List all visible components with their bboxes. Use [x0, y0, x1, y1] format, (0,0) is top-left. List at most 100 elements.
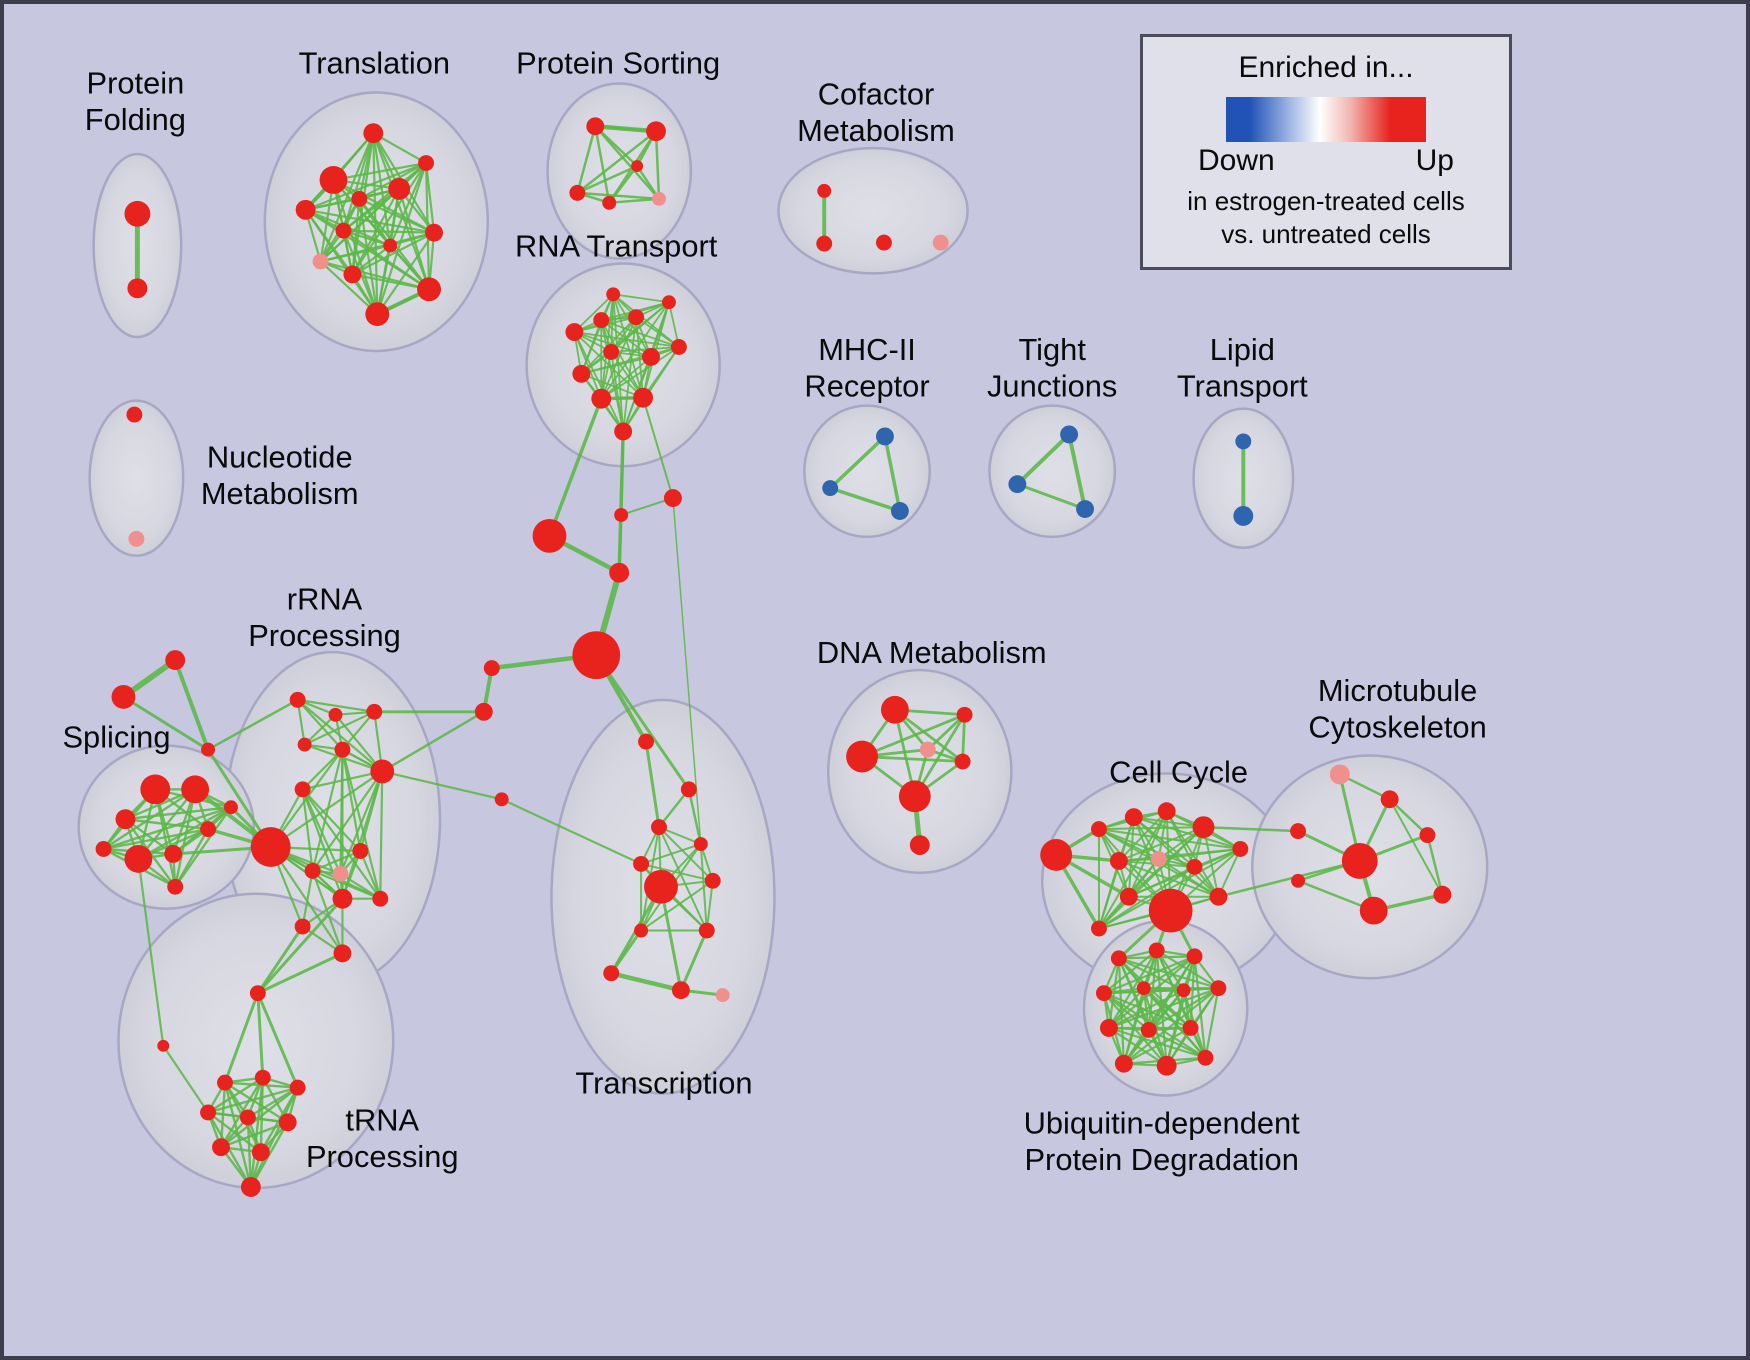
- gene-set-node-tc10: [603, 965, 620, 982]
- network-edge: [600, 346, 680, 400]
- gene-set-node-ub2: [1148, 942, 1165, 959]
- network-edge: [1147, 987, 1220, 1032]
- network-edge: [351, 273, 431, 291]
- gene-set-node-rt4: [661, 295, 676, 310]
- gene-set-node-t3: [295, 199, 316, 220]
- gene-set-node-ps5: [652, 191, 666, 206]
- network-edge: [1097, 848, 1242, 930]
- network-edge: [893, 708, 964, 763]
- gene-set-node-ub13: [1197, 1049, 1214, 1066]
- network-edge: [102, 806, 233, 851]
- gene-set-node-ub12: [1156, 1055, 1177, 1076]
- gene-set-node-sp1: [140, 774, 171, 805]
- gene-set-node-ub6: [1176, 983, 1191, 998]
- gene-set-node-ub7: [1210, 980, 1227, 997]
- gene-set-node-tr7: [239, 1109, 256, 1126]
- network-edge: [612, 293, 644, 399]
- network-edge: [576, 130, 658, 195]
- network-edge: [657, 788, 691, 829]
- network-edge: [301, 788, 362, 853]
- network-edge: [657, 826, 714, 882]
- network-edge: [600, 356, 652, 400]
- network-edge: [301, 788, 342, 875]
- network-edge: [376, 161, 428, 316]
- network-edge: [679, 929, 709, 992]
- network-edge: [1127, 865, 1196, 898]
- legend-down-label: Down: [1198, 144, 1275, 177]
- network-edge: [351, 161, 428, 276]
- network-edge: [301, 748, 344, 791]
- gene-set-node-cc8: [1150, 850, 1167, 867]
- legend-up-label: Up: [1415, 144, 1454, 177]
- network-edge: [612, 293, 652, 358]
- legend-gradient-bar: [1226, 97, 1426, 142]
- network-edge: [612, 293, 670, 304]
- network-edge: [860, 713, 966, 758]
- gene-set-node-tr6: [200, 1104, 217, 1121]
- gene-set-node-rt3: [628, 309, 645, 326]
- network-edge: [573, 293, 615, 333]
- gene-set-node-x3: [532, 518, 567, 553]
- network-edge: [256, 991, 300, 1090]
- network-edge: [619, 430, 625, 517]
- network-edge: [1117, 810, 1168, 862]
- network-edge: [1122, 987, 1145, 1065]
- gene-set-node-rt7: [603, 343, 620, 360]
- gene-set-node-rr5: [334, 741, 351, 758]
- network-edge: [612, 293, 680, 348]
- cluster-label-dna-metabolism: DNA Metabolism: [817, 635, 1047, 670]
- cluster-label-splicing: Splicing: [62, 720, 170, 755]
- network-edge: [1107, 987, 1220, 1030]
- legend-title: Enriched in...: [1238, 51, 1414, 84]
- gene-set-node-x6: [483, 660, 500, 677]
- gene-set-node-x7: [474, 702, 493, 721]
- network-edge: [1102, 949, 1158, 995]
- cluster-ellipse-cofactor-metabolism: [777, 146, 969, 275]
- gene-set-node-rr12: [332, 888, 353, 909]
- gene-set-node-rr2: [328, 707, 343, 722]
- network-edge: [311, 748, 344, 872]
- network-edge: [600, 319, 680, 348]
- gene-set-node-s12: [201, 742, 216, 757]
- network-edge: [358, 197, 392, 247]
- gene-set-node-t12: [383, 238, 398, 253]
- gene-set-node-tj1: [1060, 425, 1079, 444]
- gene-set-node-tc11: [671, 981, 690, 1000]
- network-edge: [137, 806, 233, 861]
- network-edge: [319, 260, 379, 316]
- gene-set-node-tj3: [1076, 500, 1094, 518]
- network-edge: [594, 653, 691, 791]
- network-edge: [594, 125, 639, 168]
- network-edge: [687, 788, 703, 846]
- network-edge: [607, 164, 639, 205]
- network-edge: [609, 929, 643, 975]
- gene-set-node-rr7: [294, 781, 311, 798]
- gene-set-node-sp4: [95, 841, 112, 857]
- cluster-label-transcription: Transcription: [575, 1066, 752, 1101]
- gene-set-node-dm5: [954, 753, 971, 770]
- network-edge: [640, 862, 714, 882]
- gene-set-node-mt7: [1359, 896, 1388, 925]
- gene-set-node-cc7: [1109, 851, 1128, 870]
- gene-set-node-s11: [111, 684, 136, 709]
- network-edge: [359, 849, 382, 900]
- network-edge: [580, 293, 615, 375]
- network-edge: [256, 991, 265, 1080]
- network-edge: [223, 991, 260, 1085]
- network-edge: [342, 229, 436, 234]
- cluster-ellipse-tight-junctions: [988, 404, 1117, 539]
- network-edge: [342, 229, 392, 247]
- gene-set-node-tc2: [680, 781, 697, 798]
- gene-set-node-t8: [425, 223, 443, 242]
- network-edge: [296, 698, 376, 713]
- network-edge: [860, 755, 964, 763]
- gene-set-node-t2: [319, 166, 348, 194]
- cluster-label-cell-cycle: Cell Cycle: [1109, 754, 1248, 789]
- gene-set-node-mt4: [1341, 843, 1378, 879]
